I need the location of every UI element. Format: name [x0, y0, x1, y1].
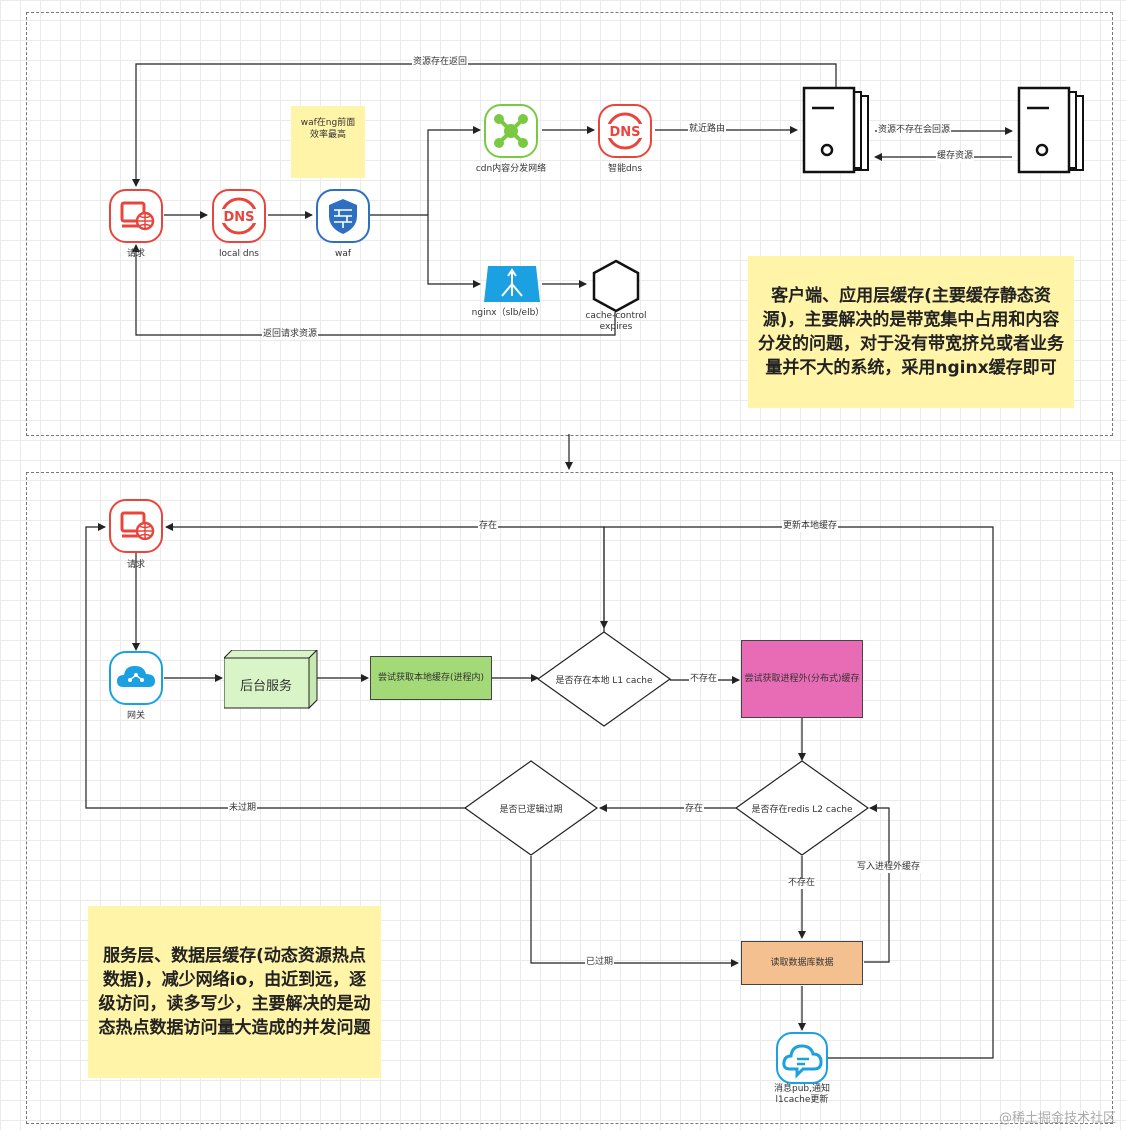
load-balancer-icon[interactable] [482, 264, 542, 308]
logic-expire-label: 是否已逻辑过期 [499, 805, 563, 815]
l1-not-exist-label: 不存在 [689, 674, 719, 685]
bottom-summary-note: 服务层、数据层缓存(动态资源热点数据)，减少网络io，由近到远，逐级访问，读多写… [88, 906, 381, 1078]
bottom-summary-text: 服务层、数据层缓存(动态资源热点数据)，减少网络io，由近到远，逐级访问，读多写… [98, 946, 371, 1038]
not-exist-origin-label: 资源不存在会回源 [877, 125, 952, 136]
request-label-bottom: 请求 [126, 560, 145, 570]
edge-update-local [600, 526, 994, 1059]
read-db-box[interactable]: 读取数据库数据 [741, 941, 863, 985]
request-icon[interactable] [108, 498, 164, 558]
backend-service-box[interactable] [223, 648, 318, 714]
try-remote-cache-box[interactable]: 尝试获取进程外(分布式)缓存 [741, 640, 863, 718]
local-dns-label: local dns [219, 249, 259, 259]
request-label: 请求 [126, 249, 145, 259]
waf-label: waf [334, 249, 352, 259]
firewall-icon[interactable] [315, 188, 371, 248]
edge-return-resource [132, 244, 616, 336]
l2-not-exist-label: 不存在 [787, 878, 817, 889]
cache-hexagon-icon[interactable] [590, 258, 642, 318]
try-local-cache-box[interactable]: 尝试获取本地缓存(进程内) [370, 656, 492, 700]
try-remote-cache-text: 尝试获取进程外(分布式)缓存 [744, 673, 860, 684]
nginx-label: nginx（slb/elb） [471, 308, 545, 318]
svg-text:DNS: DNS [609, 125, 640, 140]
svg-text:DNS: DNS [223, 210, 254, 225]
resource-return-label: 资源存在返回 [412, 57, 469, 68]
nearest-route-label: 就近路由 [688, 124, 727, 135]
update-local-label: 更新本地缓存 [782, 521, 839, 532]
cache-resource-label: 缓存资源 [936, 151, 975, 162]
mq-notify-label: 消息pub,通知 l1cache更新 [774, 1084, 830, 1106]
top-summary-text: 客户端、应用层缓存(主要缓存静态资源)，主要解决的是带宽集中占用和内容分发的问题… [758, 286, 1064, 378]
message-cloud-icon[interactable] [775, 1031, 829, 1089]
edge-not-expired [85, 523, 467, 809]
return-resource-label: 返回请求资源 [262, 329, 319, 340]
gateway-cloud-icon[interactable] [108, 650, 164, 710]
watermark: @稀土掘金技术社区 [998, 1111, 1116, 1126]
expired-label: 已过期 [585, 957, 615, 968]
gateway-label: 网关 [126, 711, 145, 721]
read-db-text: 读取数据库数据 [770, 957, 834, 968]
l2-check-diamond [734, 760, 870, 856]
origin-server-icon[interactable] [1015, 86, 1087, 180]
edge-l1-exists [165, 523, 605, 632]
exists-label: 存在 [478, 521, 499, 532]
l1-check-diamond [536, 631, 672, 727]
cdn-network-icon[interactable] [483, 103, 539, 163]
smart-dns-label: 智能dns [607, 164, 643, 174]
edge-branch-nginx [427, 215, 481, 288]
edge-expired [530, 856, 739, 967]
server-icon[interactable] [800, 86, 872, 180]
try-local-cache-text: 尝试获取本地缓存(进程内) [377, 672, 485, 683]
waf-note: waf在ng前面 效率最高 [291, 106, 365, 178]
l2-exists-label: 存在 [684, 804, 705, 815]
smart-dns-icon[interactable]: DNS [597, 103, 653, 163]
write-remote-label: 写入进程外缓存 [856, 862, 922, 873]
l1-check-label: 是否存在本地 L1 cache [555, 676, 653, 686]
backend-service-label: 后台服务 [239, 679, 292, 694]
cdn-label: cdn内容分发网络 [475, 164, 547, 174]
expire-check-diamond [463, 760, 599, 856]
top-summary-note: 客户端、应用层缓存(主要缓存静态资源)，主要解决的是带宽集中占用和内容分发的问题… [748, 256, 1074, 408]
edge-resource-return [132, 63, 837, 187]
l2-check-label: 是否存在redis L2 cache [751, 805, 853, 815]
edge-write-remote [864, 804, 890, 963]
dns-icon[interactable]: DNS [211, 188, 267, 248]
not-expired-label: 未过期 [228, 803, 258, 814]
waf-note-text: waf在ng前面 效率最高 [300, 118, 356, 140]
cache-control-label: cache-control expires [585, 311, 647, 333]
bottom-panel [26, 472, 1113, 1124]
edge-branch-cdn [427, 126, 481, 215]
request-icon[interactable] [108, 188, 164, 248]
